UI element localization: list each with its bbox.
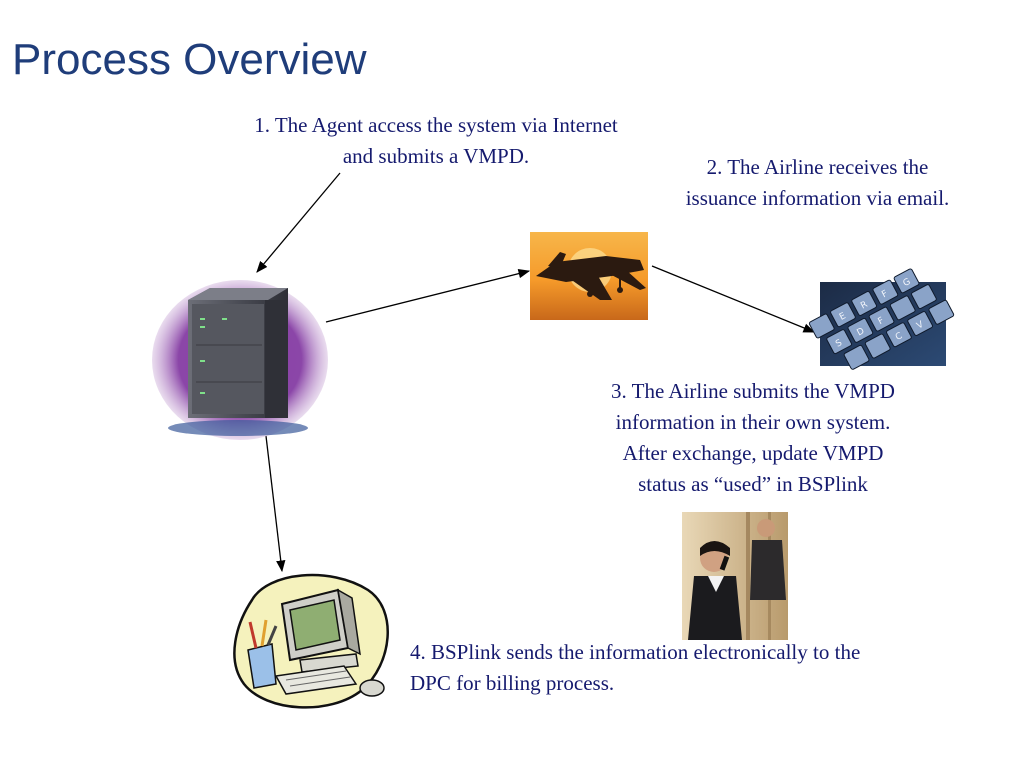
arrow-step1-to-server <box>256 172 341 273</box>
keyboard-photo: E R F G S D F C V <box>808 268 955 370</box>
business-people-photo <box>682 512 788 640</box>
computer-clipart <box>233 573 389 709</box>
step-2-line: issuance information via email. <box>685 186 950 210</box>
step-3-line: information in their own system. <box>615 410 891 434</box>
key-label: F <box>880 289 889 300</box>
airplane-photo <box>530 232 648 320</box>
arrow-airplane-to-keyboard <box>651 265 816 333</box>
key-label: S <box>834 338 844 350</box>
step-2-line: 2. The Airline receives the <box>706 155 929 179</box>
key-label: E <box>838 311 848 323</box>
arrow-server-to-airplane <box>325 269 531 323</box>
key-label: R <box>859 300 869 312</box>
key-label: F <box>877 316 886 327</box>
step-2-description: 2. The Airline receives the issuance inf… <box>645 152 990 214</box>
step-1-description: 1. The Agent access the system via Inter… <box>200 110 672 172</box>
step-4-line: DPC for billing process. <box>410 671 615 695</box>
step-4-line: 4. BSPlink sends the information electro… <box>410 640 861 664</box>
step-3-description: 3. The Airline submits the VMPD informat… <box>560 376 946 500</box>
step-4-description: 4. BSPlink sends the information electro… <box>410 637 990 699</box>
key-label: V <box>915 319 926 331</box>
step-3-line: 3. The Airline submits the VMPD <box>611 379 895 403</box>
server-tower-icon <box>152 280 328 440</box>
key-label: G <box>902 277 913 289</box>
step-3-line: After exchange, update VMPD <box>622 441 884 465</box>
slide-title: Process Overview <box>12 35 367 84</box>
key-label: D <box>855 326 866 338</box>
step-1-line: 1. The Agent access the system via Inter… <box>254 113 618 137</box>
step-1-line: and submits a VMPD. <box>342 144 530 168</box>
arrow-server-to-computer <box>265 435 286 573</box>
key-label: C <box>894 331 904 343</box>
step-3-line: status as “used” in BSPlink <box>638 472 868 496</box>
